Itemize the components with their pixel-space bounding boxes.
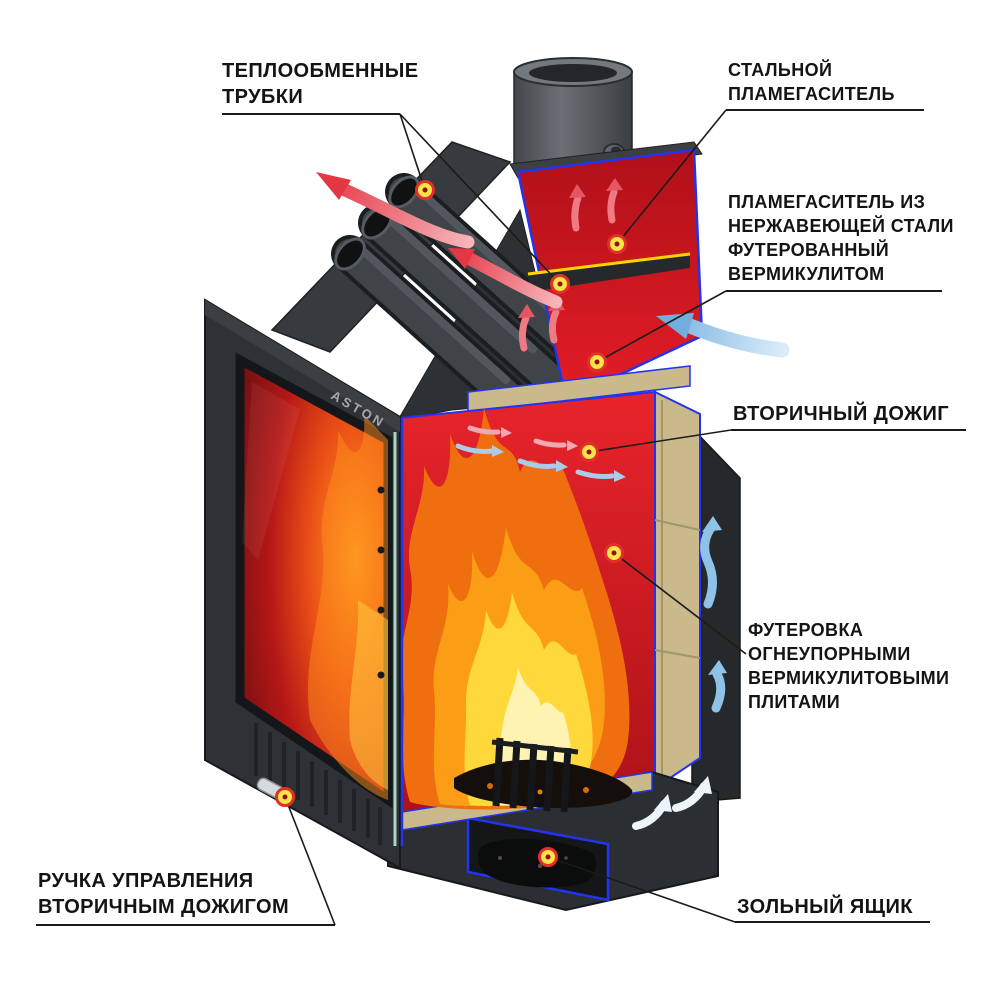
label-secondary-control-handle: РУЧКА УПРАВЛЕНИЯ ВТОРИЧНЫМ ДОЖИГОМ [38,868,289,920]
leader-lines [36,109,966,926]
cold-air-inlet-arrow [656,313,790,358]
callout-marker-tubes-a [415,180,435,200]
vermiculite-liner-line [527,252,691,276]
callout-marker-lining [604,543,624,563]
secondary-air-arrows [455,425,626,482]
logs-and-grate [454,737,633,813]
label-steel-flame-arrester: СТАЛЬНОЙ ПЛАМЕГАСИТЕЛЬ [728,58,895,106]
callout-marker-vermiculite-arrester [587,352,607,372]
label-vermiculite-flame-arrester: ПЛАМЕГАСИТЕЛЬ ИЗ НЕРЖАВЕЮЩЕЙ СТАЛИ ФУТЕР… [728,190,954,286]
hot-gas-up-arrows [518,178,623,352]
label-line: ЗОЛЬНЫЙ ЯЩИК [737,896,913,918]
vermiculite-ceiling-plate [467,365,691,413]
label-line: ВЕРМИКУЛИТОМ [728,264,885,284]
label-line: РУЧКА УПРАВЛЕНИЯ [38,870,254,892]
label-line: НЕРЖАВЕЮЩЕЙ СТАЛИ [728,216,954,236]
label-line: ФУТЕРОВКА [748,620,864,640]
callout-marker-handle [275,787,295,807]
label-line: СТАЛЬНОЙ [728,60,833,80]
callout-marker-steel-arrester [607,234,627,254]
label-line: ПЛАМЕГАСИТЕЛЬ [728,84,895,104]
callout-marker-secondary-afterburn [579,442,599,462]
label-line: ФУТЕРОВАННЫЙ [728,240,890,260]
glass-reflection [242,382,300,560]
label-ash-box: ЗОЛЬНЫЙ ЯЩИК [737,894,913,920]
hot-air-out-arrows [316,172,563,309]
chimney-pipe [513,57,633,177]
callout-markers [275,180,627,867]
ash-pile [477,838,597,888]
label-line: ТРУБКИ [222,86,304,108]
firebox [387,390,719,912]
heat-exchange-tube [331,235,543,430]
label-secondary-afterburn: ВТОРИЧНЫЙ ДОЖИГ [733,401,949,427]
label-line: ВТОРИЧНЫМ ДОЖИГОМ [38,896,290,918]
callout-marker-tubes-b [550,274,570,294]
grate-bars [492,737,572,813]
front-top-bevel [205,300,400,432]
base-and-ash-box [387,770,719,912]
label-line: ПЛАМЕГАСИТЕЛЬ ИЗ [728,192,926,212]
label-line: ПЛИТАМИ [748,692,841,712]
callout-marker-ash-box [538,847,558,867]
door-latches [377,486,385,679]
label-line: ОГНЕУПОРНЫМИ [748,644,911,664]
hood-cutaway [516,148,704,402]
label-vermiculite-lining: ФУТЕРОВКА ОГНЕУПОРНЫМИ ВЕРМИКУЛИТОВЫМИ П… [748,618,949,714]
label-line: ВТОРИЧНЫЙ ДОЖИГ [733,403,950,425]
label-heat-exchange-tubes: ТЕПЛООБМЕННЫЕ ТРУБКИ [222,58,418,110]
label-line: ТЕПЛООБМЕННЫЕ [222,60,419,82]
stove-front: ASTON [204,298,404,870]
label-line: ВЕРМИКУЛИТОВЫМИ [748,668,950,688]
front-vents [254,723,382,845]
vermiculite-side-plates [654,390,701,790]
convection-air-arrows [632,516,727,830]
heat-exchange-tube [358,204,570,399]
